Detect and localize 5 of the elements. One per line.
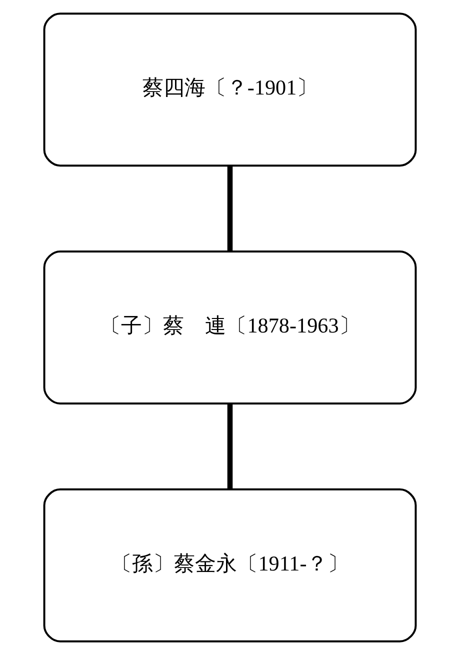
node-box: 〔孫〕蔡金永〔1911-？〕 <box>42 488 416 642</box>
node-box: 蔡四海〔？-1901〕 <box>42 12 416 167</box>
connector <box>226 166 232 252</box>
node-box: 〔子〕蔡 連〔1878-1963〕 <box>42 250 416 404</box>
connector <box>226 404 232 490</box>
